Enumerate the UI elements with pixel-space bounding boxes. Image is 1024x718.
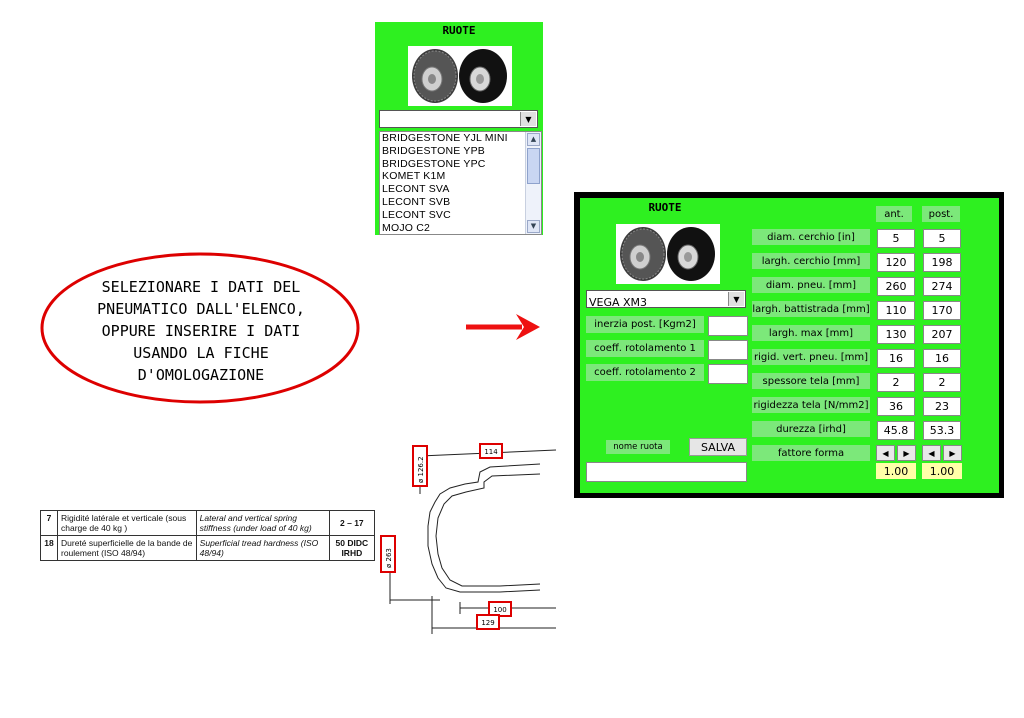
carcass-thickness-label: spessore tela [mm] bbox=[752, 373, 870, 389]
dim-inner-diameter: ø 126.2 bbox=[417, 456, 425, 483]
wheel-name-input[interactable] bbox=[586, 462, 747, 482]
shape-factor-label: fattore forma bbox=[752, 445, 870, 461]
arrow-right-icon[interactable]: ▶ bbox=[943, 445, 962, 461]
rim-width-label: largh. cerchio [mm] bbox=[752, 253, 870, 269]
list-item[interactable]: LECONT SVB bbox=[382, 195, 451, 208]
row-value: 50 DIDC IRHD bbox=[328, 535, 376, 561]
callout-line: USANDO LA FICHE bbox=[133, 344, 269, 362]
english-text: Lateral and vertical spring stiffness (u… bbox=[195, 510, 330, 536]
carcass-thickness-front[interactable]: 2 bbox=[877, 373, 915, 392]
callout-text: SELEZIONARE I DATI DEL PNEUMATICO DALL'E… bbox=[58, 276, 344, 386]
callout-ellipse bbox=[40, 252, 360, 404]
hardness-label: durezza [irhd] bbox=[752, 421, 870, 437]
list-item[interactable]: MOJO C2 bbox=[382, 221, 431, 234]
max-width-rear[interactable]: 207 bbox=[923, 325, 961, 344]
list-item[interactable]: KOMET K1M bbox=[382, 170, 446, 183]
inertia-label: inerzia post. [Kgm2] bbox=[586, 316, 704, 333]
list-item[interactable]: BRIDGESTONE YPC bbox=[382, 157, 486, 170]
row-number: 7 bbox=[40, 510, 58, 536]
chevron-down-icon[interactable]: ▼ bbox=[520, 112, 536, 126]
vertical-stiffness-rear[interactable]: 16 bbox=[923, 349, 961, 368]
hardness-rear[interactable]: 53.3 bbox=[923, 421, 961, 440]
arrow-left-icon[interactable]: ◀ bbox=[922, 445, 941, 461]
wheel-selector-panel-small: RUOTE ▼ BRIDGESTONE YJL MINI BRIDGESTONE… bbox=[375, 22, 543, 235]
vertical-stiffness-front[interactable]: 16 bbox=[877, 349, 915, 368]
list-item[interactable]: BRIDGESTONE YPB bbox=[382, 144, 485, 157]
english-text: Superficial tread hardness (ISO 48/94) bbox=[195, 535, 330, 561]
rim-width-front[interactable]: 120 bbox=[877, 253, 915, 272]
inertia-input[interactable] bbox=[708, 316, 748, 336]
scroll-thumb[interactable] bbox=[527, 148, 540, 184]
vertical-stiffness-label: rigid. vert. pneu. [mm] bbox=[752, 349, 870, 365]
shape-factor-rear-stepper[interactable]: ◀ ▶ bbox=[922, 445, 962, 461]
dim-outer-diameter: ø 263 bbox=[385, 548, 393, 568]
list-scrollbar[interactable]: ▲ ▼ bbox=[525, 132, 541, 234]
list-item[interactable]: BRIDGESTONE YJL MINI bbox=[382, 132, 508, 144]
tires-image bbox=[408, 46, 512, 106]
save-button[interactable]: SALVA bbox=[689, 438, 747, 456]
tread-width-front[interactable]: 110 bbox=[877, 301, 915, 320]
rim-diameter-front[interactable]: 5 bbox=[877, 229, 915, 248]
dim-top: 114 bbox=[484, 448, 498, 456]
callout-line: OPPURE INSERIRE I DATI bbox=[101, 322, 301, 340]
wheel-name-label: nome ruota bbox=[606, 440, 670, 454]
max-width-front[interactable]: 130 bbox=[877, 325, 915, 344]
tire-section-drawing: 114 ø 126.2 ø 263 100 129 bbox=[380, 443, 557, 634]
shape-factor-front-stepper[interactable]: ◀ ▶ bbox=[876, 445, 916, 461]
shape-factor-front: 1.00 bbox=[876, 463, 916, 479]
scroll-up-icon[interactable]: ▲ bbox=[527, 133, 540, 146]
callout-line: D'OMOLOGAZIONE bbox=[137, 366, 265, 384]
homologation-table: 7 Rigidité latérale et verticale (sous c… bbox=[40, 510, 376, 561]
chevron-down-icon[interactable]: ▼ bbox=[728, 292, 744, 306]
carcass-stiffness-rear[interactable]: 23 bbox=[923, 397, 961, 416]
tire-combo[interactable]: ▼ bbox=[379, 110, 538, 128]
tire-list[interactable]: BRIDGESTONE YJL MINI BRIDGESTONE YPB BRI… bbox=[379, 131, 542, 235]
list-item[interactable]: LECONT SVC bbox=[382, 208, 451, 221]
rim-diameter-rear[interactable]: 5 bbox=[923, 229, 961, 248]
carcass-stiffness-label: rigidezza tela [N/mm2] bbox=[752, 397, 870, 413]
rolling-coeff-1-label: coeff. rotolamento 1 bbox=[586, 340, 704, 357]
rear-column-header: post. bbox=[922, 206, 960, 222]
tire-combo[interactable]: VEGA XM3 ▼ bbox=[586, 290, 746, 309]
carcass-stiffness-front[interactable]: 36 bbox=[877, 397, 915, 416]
rolling-coeff-2-input[interactable] bbox=[708, 364, 748, 384]
arrow-right-icon bbox=[466, 314, 540, 340]
rim-diameter-label: diam. cerchio [in] bbox=[752, 229, 870, 245]
list-item[interactable]: LECONT SVA bbox=[382, 183, 450, 196]
row-value: 2 – 17 bbox=[328, 510, 376, 536]
arrow-right-icon[interactable]: ▶ bbox=[897, 445, 916, 461]
tire-diameter-label: diam. pneu. [mm] bbox=[752, 277, 870, 293]
tread-width-label: largh. battistrada [mm] bbox=[752, 301, 870, 317]
scroll-down-icon[interactable]: ▼ bbox=[527, 220, 540, 233]
panel-title: RUOTE bbox=[442, 24, 476, 37]
dim-bottom-outer: 129 bbox=[481, 619, 494, 627]
french-text: Rigidité latérale et verticale (sous cha… bbox=[57, 510, 197, 536]
table-row: 18 Dureté superficielle de la bande de r… bbox=[40, 535, 376, 561]
rolling-coeff-1-input[interactable] bbox=[708, 340, 748, 360]
callout-line: SELEZIONARE I DATI DEL bbox=[101, 278, 301, 296]
dim-bottom-inner: 100 bbox=[493, 606, 506, 614]
callout-line: PNEUMATICO DALL'ELENCO, bbox=[97, 300, 305, 318]
rim-width-rear[interactable]: 198 bbox=[923, 253, 961, 272]
hardness-front[interactable]: 45.8 bbox=[877, 421, 915, 440]
shape-factor-rear: 1.00 bbox=[922, 463, 962, 479]
front-column-header: ant. bbox=[876, 206, 912, 222]
french-text: Dureté superficielle de la bande de roul… bbox=[57, 535, 197, 561]
tread-width-rear[interactable]: 170 bbox=[923, 301, 961, 320]
tires-image bbox=[616, 224, 720, 284]
rolling-coeff-2-label: coeff. rotolamento 2 bbox=[586, 364, 704, 381]
tire-diameter-front[interactable]: 260 bbox=[877, 277, 915, 296]
table-row: 7 Rigidité latérale et verticale (sous c… bbox=[40, 510, 376, 536]
wheel-editor-panel: RUOTE VEGA XM3 ▼ inerzia post. [Kgm2] co… bbox=[580, 198, 999, 493]
row-number: 18 bbox=[40, 535, 58, 561]
max-width-label: largh. max [mm] bbox=[752, 325, 870, 341]
arrow-left-icon[interactable]: ◀ bbox=[876, 445, 895, 461]
tire-diameter-rear[interactable]: 274 bbox=[923, 277, 961, 296]
carcass-thickness-rear[interactable]: 2 bbox=[923, 373, 961, 392]
panel-title: RUOTE bbox=[648, 201, 682, 214]
